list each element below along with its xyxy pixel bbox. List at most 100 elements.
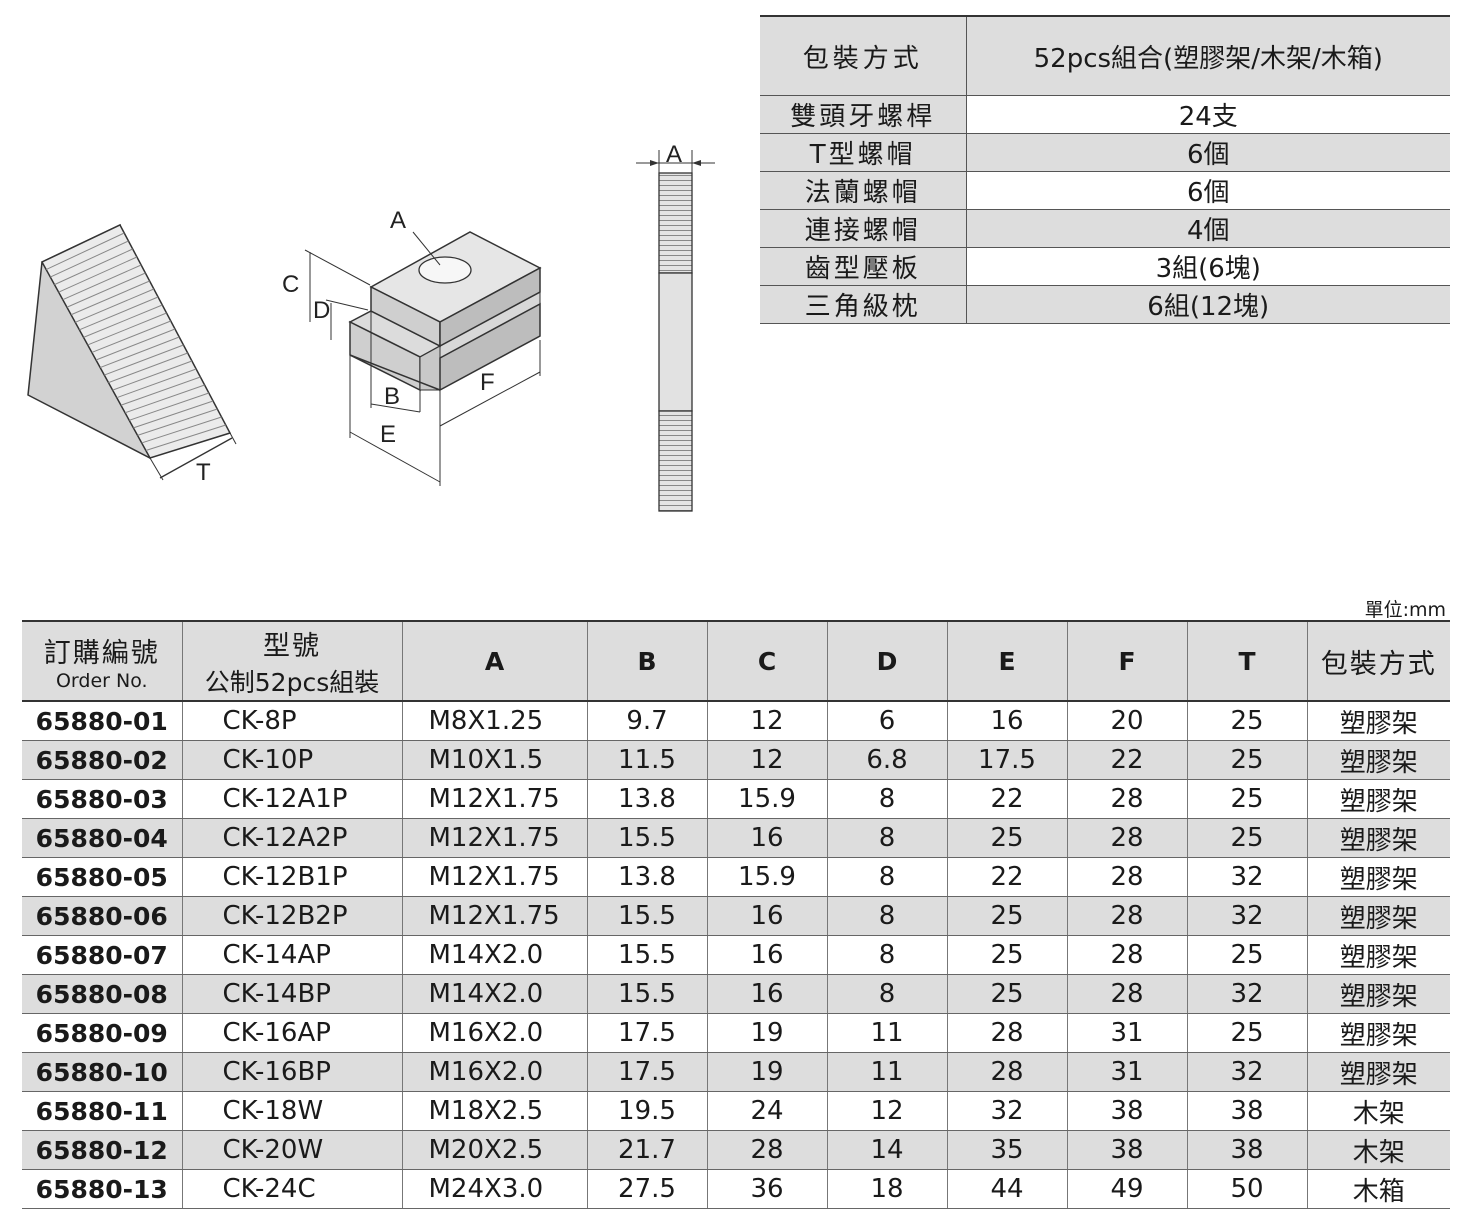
stud-dim-A: A: [666, 141, 682, 168]
size-T-cell: 25: [1186, 740, 1307, 780]
package-item-qty: 24支: [966, 95, 1450, 134]
package-item-qty: 6組(12塊): [966, 285, 1450, 324]
serration-line: [50, 240, 129, 278]
size-E-cell: 44: [946, 1169, 1067, 1209]
size-B-cell: 17.5: [586, 1013, 707, 1053]
package-item-name: 齒型壓板: [760, 247, 967, 286]
size-T-cell: 38: [1186, 1091, 1307, 1131]
size-E-cell: 17.5: [946, 740, 1067, 780]
col-B: B: [586, 620, 707, 702]
package-item-name: 雙頭牙螺桿: [760, 95, 967, 134]
size-A-cell: M16X2.0: [401, 1013, 587, 1053]
serration-line: [145, 424, 226, 451]
order-no-cell: 65880-12: [22, 1130, 182, 1170]
package-type-cell: 塑膠架: [1306, 1013, 1450, 1053]
package-header: 包裝方式: [1320, 648, 1437, 680]
serration-line: [141, 416, 222, 444]
model-cell: CK-14AP: [181, 935, 402, 975]
size-D-cell: 8: [826, 857, 947, 897]
size-F-cell: 28: [1066, 974, 1187, 1014]
package-type-cell: 塑膠架: [1306, 935, 1450, 975]
serration-line: [108, 352, 188, 384]
size-A-cell: M14X2.0: [401, 935, 587, 975]
tnut-dim-E: E: [380, 421, 396, 448]
size-E-cell: 28: [946, 1052, 1067, 1092]
size-C-cell: 16: [706, 935, 827, 975]
size-A-cell: M12X1.75: [401, 857, 587, 897]
serration-line: [79, 296, 159, 331]
size-D-cell: 11: [826, 1052, 947, 1092]
size-B-cell: 15.5: [586, 896, 707, 936]
order-no-cell: 65880-04: [22, 818, 182, 858]
serration-line: [129, 392, 210, 421]
package-item-qty: 3組(6塊): [966, 247, 1450, 286]
model-cn: 型號: [263, 630, 321, 662]
package-type-cell: 木架: [1306, 1130, 1450, 1170]
package-type-cell: 塑膠架: [1306, 1052, 1450, 1092]
size-E-cell: 25: [946, 974, 1067, 1014]
model-cell: CK-18W: [181, 1091, 402, 1131]
package-type-cell: 塑膠架: [1306, 974, 1450, 1014]
serration-line: [70, 280, 150, 316]
serration-line: [91, 320, 171, 353]
size-B-cell: 27.5: [586, 1169, 707, 1209]
model-cell: CK-20W: [181, 1130, 402, 1170]
tnut-dim-A: A: [390, 207, 406, 234]
col-order-no: 訂購編號 Order No.: [22, 620, 182, 702]
size-D-cell: 18: [826, 1169, 947, 1209]
size-C-cell: 19: [706, 1052, 827, 1092]
package-type-cell: 塑膠架: [1306, 857, 1450, 897]
size-C-cell: 12: [706, 701, 827, 741]
size-D-cell: 11: [826, 1013, 947, 1053]
package-item-name: 法蘭螺帽: [760, 171, 967, 210]
serration-line: [95, 328, 176, 361]
model-cell: CK-12B2P: [181, 896, 402, 936]
size-D-cell: 14: [826, 1130, 947, 1170]
size-C-cell: 16: [706, 974, 827, 1014]
size-B-cell: 13.8: [586, 857, 707, 897]
tnut-dim-F: F: [480, 369, 495, 396]
size-A-cell: M10X1.5: [401, 740, 587, 780]
package-item-name: 連接螺帽: [760, 209, 967, 248]
size-T-cell: 32: [1186, 974, 1307, 1014]
serration-line: [116, 368, 197, 399]
size-C-cell: 16: [706, 896, 827, 936]
size-A-cell: M20X2.5: [401, 1130, 587, 1170]
size-B-cell: 9.7: [586, 701, 707, 741]
order-no-cell: 65880-05: [22, 857, 182, 897]
spec-table: 訂購編號 Order No. 型號 公制52pcs組裝 A B C D E F …: [22, 620, 1450, 1209]
order-no-cell: 65880-03: [22, 779, 182, 819]
size-E-cell: 28: [946, 1013, 1067, 1053]
model-cell: CK-10P: [181, 740, 402, 780]
size-F-cell: 38: [1066, 1130, 1187, 1170]
serration-line: [87, 312, 167, 346]
size-B-cell: 15.5: [586, 935, 707, 975]
size-B-cell: 19.5: [586, 1091, 707, 1131]
package-type-cell: 塑膠架: [1306, 701, 1450, 741]
serration-line: [120, 376, 201, 406]
size-A-cell: M12X1.75: [401, 818, 587, 858]
size-F-cell: 38: [1066, 1091, 1187, 1131]
order-no-cell: 65880-13: [22, 1169, 182, 1209]
size-C-cell: 16: [706, 818, 827, 858]
size-T-cell: 38: [1186, 1130, 1307, 1170]
size-E-cell: 25: [946, 935, 1067, 975]
package-header-label: 包裝方式: [760, 15, 967, 96]
col-A: A: [401, 620, 587, 702]
size-E-cell: 25: [946, 896, 1067, 936]
size-C-cell: 19: [706, 1013, 827, 1053]
size-F-cell: 28: [1066, 896, 1187, 936]
size-D-cell: 6.8: [826, 740, 947, 780]
size-F-cell: 31: [1066, 1052, 1187, 1092]
serration-line: [124, 384, 205, 414]
size-A-cell: M12X1.75: [401, 896, 587, 936]
t-nut-drawing: A C D B E F: [282, 207, 542, 486]
size-F-cell: 20: [1066, 701, 1187, 741]
order-no-cn: 訂購編號: [43, 637, 160, 669]
